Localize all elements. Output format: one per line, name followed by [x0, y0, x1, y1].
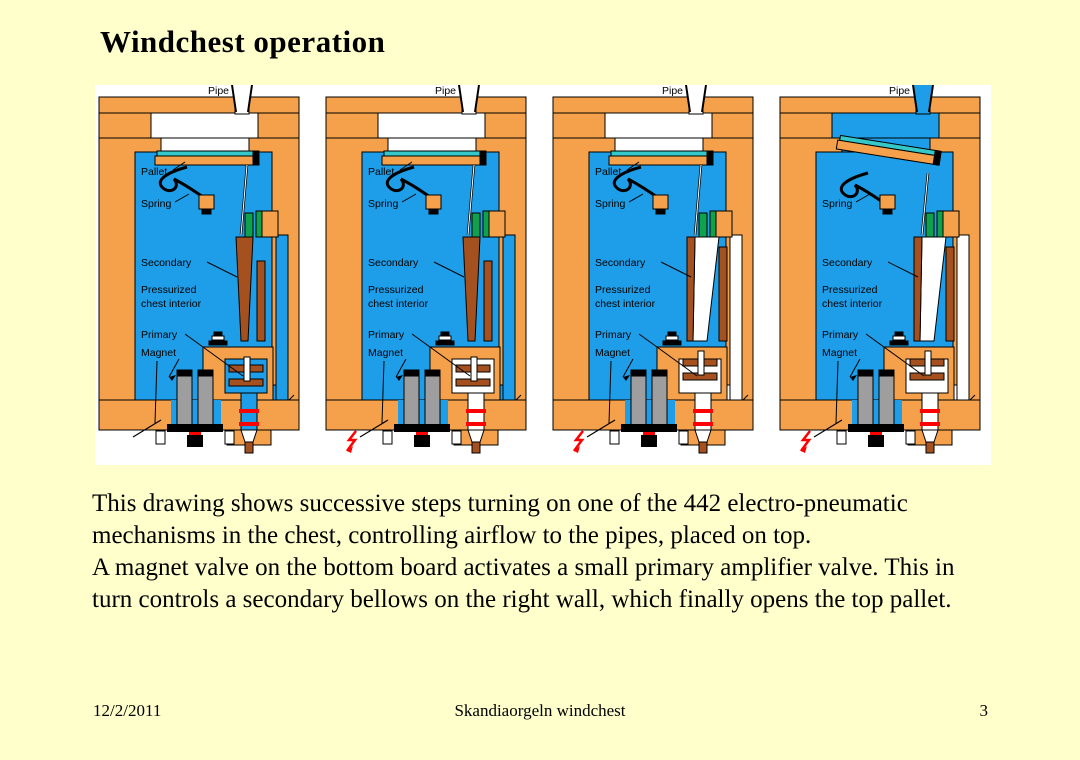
label-magnet: Magnet [822, 347, 857, 359]
label-pressurized-2: chest interior [368, 298, 429, 310]
label-pressurized-2: chest interior [141, 298, 202, 310]
label-primary: Primary [822, 329, 859, 341]
label-primary: Primary [368, 329, 405, 341]
label-pressurized-2: chest interior [822, 298, 883, 310]
label-primary: Primary [595, 329, 632, 341]
label-pallet: Pallet [141, 166, 167, 178]
label-spring: Spring [822, 198, 853, 210]
footer-page-number: 3 [979, 701, 989, 720]
label-secondary: Secondary [368, 257, 419, 269]
label-pipe: Pipe [435, 85, 456, 97]
slide-title: Windchest operation [100, 24, 386, 59]
body-line-4: turn controls a secondary bellows on the… [92, 586, 952, 613]
footer-title: Skandiaorgeln windchest [454, 701, 626, 720]
label-secondary: Secondary [595, 257, 646, 269]
footer-date: 12/2/2011 [93, 701, 162, 720]
label-spring: Spring [368, 198, 399, 210]
pallet [381, 150, 487, 166]
lightning-bolt-icon [345, 430, 358, 452]
pallet [835, 134, 942, 166]
label-pressurized-1: Pressurized [822, 284, 878, 296]
label-magnet: Magnet [595, 347, 630, 359]
pallet [154, 150, 260, 166]
body-line-3: A magnet valve on the bottom board activ… [92, 554, 955, 581]
lightning-bolt-icon [799, 430, 812, 452]
label-pipe: Pipe [889, 85, 910, 97]
label-pressurized-1: Pressurized [595, 284, 651, 296]
label-pipe: Pipe [208, 85, 229, 97]
body-line-2: mechanisms in the chest, controlling air… [92, 522, 812, 549]
label-spring: Spring [141, 198, 172, 210]
label-pressurized-1: Pressurized [141, 284, 197, 296]
label-pallet: Pallet [368, 166, 394, 178]
label-pipe: Pipe [662, 85, 683, 97]
label-pressurized-1: Pressurized [368, 284, 424, 296]
label-secondary: Secondary [822, 257, 873, 269]
slide-footer: 12/2/2011 Skandiaorgeln windchest 3 [0, 701, 1080, 725]
label-magnet: Magnet [141, 347, 176, 359]
body-text: This drawing shows successive steps turn… [92, 488, 1052, 616]
label-pressurized-2: chest interior [595, 298, 656, 310]
label-secondary: Secondary [141, 257, 192, 269]
label-spring: Spring [595, 198, 626, 210]
pallet [608, 150, 714, 166]
label-magnet: Magnet [368, 347, 403, 359]
lightning-bolt-icon [572, 430, 585, 452]
label-primary: Primary [141, 329, 178, 341]
body-line-1: This drawing shows successive steps turn… [92, 490, 908, 517]
label-pallet: Pallet [595, 166, 621, 178]
